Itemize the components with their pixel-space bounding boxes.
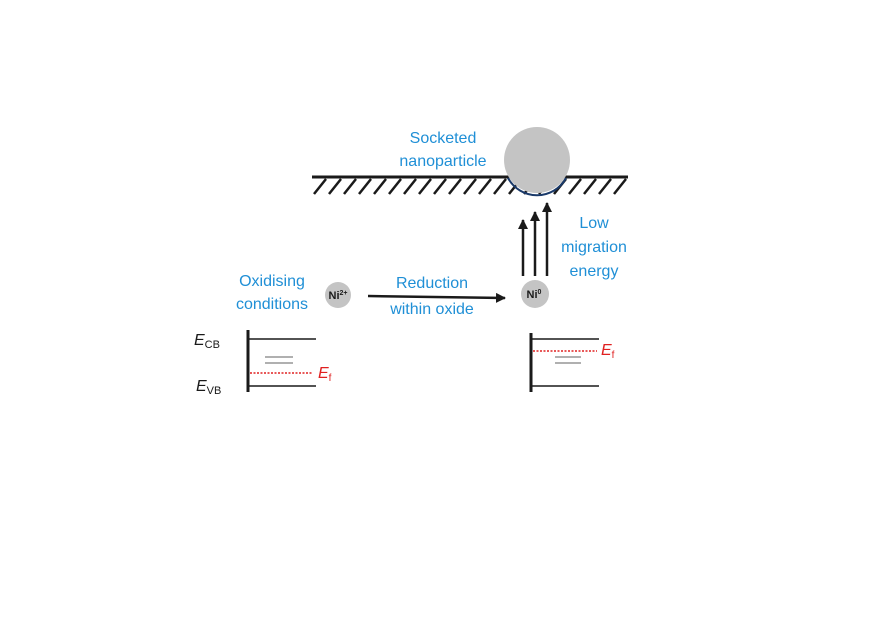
ni2-ion-label: Ni2+ xyxy=(329,290,348,302)
hatch-line xyxy=(358,178,372,195)
hatch-line xyxy=(418,178,432,195)
hatch-line xyxy=(613,178,627,195)
hatch-line xyxy=(493,178,507,195)
socketed-nanoparticle xyxy=(504,127,570,197)
reduction-label-line1: Reduction xyxy=(396,275,468,292)
ni2-ion: Ni2+ xyxy=(325,282,351,308)
migration-arrows xyxy=(518,202,552,276)
low-migration-label-line2: migration xyxy=(561,239,627,256)
hatch-line xyxy=(343,178,357,195)
hatch-line xyxy=(313,178,327,195)
hatch-line xyxy=(568,178,582,195)
hatch-line xyxy=(328,178,342,195)
hatch-line xyxy=(583,178,597,195)
right-band-diagram xyxy=(529,333,599,392)
reduction-arrow xyxy=(367,292,506,303)
oxide-surface xyxy=(312,175,628,195)
surface-hatching xyxy=(313,178,627,195)
evb-label: EVB xyxy=(196,378,221,397)
hatch-line xyxy=(478,178,492,195)
hatch-line xyxy=(463,178,477,195)
hatch-line xyxy=(403,178,417,195)
ni0-atom-label: Ni0 xyxy=(527,289,542,301)
oxidising-label-line2: conditions xyxy=(236,296,308,313)
hatch-line xyxy=(448,178,462,195)
right-fermi-label: Ef xyxy=(601,342,615,361)
low-migration-label-line1: Low xyxy=(579,215,609,232)
oxidising-label-line1: Oxidising xyxy=(239,273,305,290)
hatch-line xyxy=(373,178,387,195)
left-band-diagram xyxy=(246,330,316,392)
ni0-atom: Ni0 xyxy=(521,280,549,308)
socketed-label-line2: nanoparticle xyxy=(399,153,486,170)
left-fermi-label: Ef xyxy=(318,365,332,384)
hatch-line xyxy=(598,178,612,195)
reduction-label-line2: within oxide xyxy=(389,301,474,318)
socketed-label-line1: Socketed xyxy=(410,130,477,147)
hatch-line xyxy=(388,178,402,195)
low-migration-label-line3: energy xyxy=(570,263,619,280)
hatch-line xyxy=(433,178,447,195)
ecb-label: ECB xyxy=(194,332,220,351)
